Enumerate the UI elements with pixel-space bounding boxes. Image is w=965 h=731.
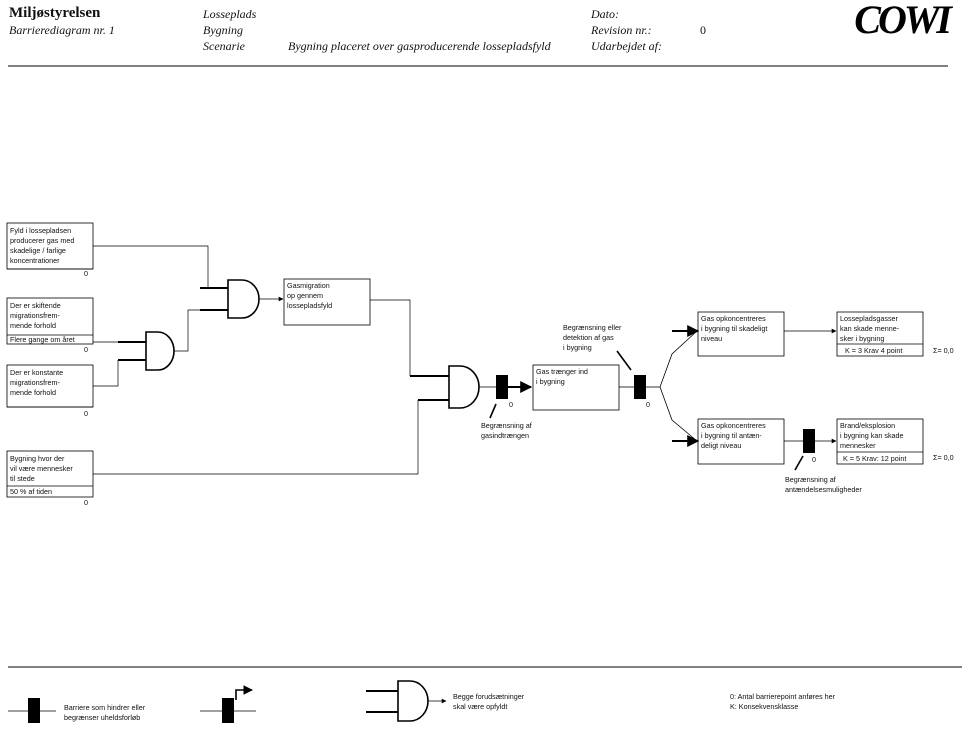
- barrier-1-label-1: Begrænsning af: [481, 421, 532, 430]
- konstante-line-3: mende forhold: [10, 388, 56, 397]
- losseplads-gasser-line-2: kan skade menne-: [840, 324, 900, 333]
- legend-branch-block: [222, 698, 234, 723]
- barrier-2-label-2: detektion af gas: [563, 333, 614, 342]
- barrier-1-value: 0: [509, 400, 513, 409]
- cowi-logo: COWI: [854, 0, 952, 42]
- gastraenger-line-1: Gas trænger ind: [536, 367, 588, 376]
- barrier-3-pointer: [794, 455, 804, 471]
- revision-value: 0: [700, 23, 706, 37]
- losseplads-gasser-klasse: K = 3 Krav 4 point: [845, 346, 902, 355]
- antaendeligt-line-3: deligt niveau: [701, 441, 741, 450]
- mennesker-line-2: vil være mennesker: [10, 464, 73, 473]
- mennesker-value: 0: [84, 498, 88, 507]
- losseplads-gasser-line-1: Lossepladsgasser: [840, 314, 899, 323]
- skiftende-line-3: mende forhold: [10, 321, 56, 330]
- legend-note-1: 0: Antal barrierepoint anføres her: [730, 692, 836, 701]
- barrier-3-value: 0: [812, 455, 816, 464]
- fyld-line-2: producerer gas med: [10, 236, 74, 245]
- dato-label: Dato:: [591, 7, 619, 21]
- antaendeligt-line-1: Gas opkoncentreres: [701, 421, 766, 430]
- brand-line-1: Brand/eksplosion: [840, 421, 895, 430]
- gasmigration-line-2: op gennem: [287, 291, 323, 300]
- fyld-line-3: skadelige / farlige: [10, 246, 66, 255]
- barrier-3-label-1: Begrænsning af: [785, 475, 836, 484]
- gate-input-stubs: [118, 287, 449, 401]
- legend: Barriere som hindrer eller begrænser uhe…: [8, 680, 836, 723]
- mennesker-line-3: til stede: [10, 474, 35, 483]
- skadeligt-line-2: i bygning til skadeligt: [701, 324, 767, 333]
- legend-gate-text-1: Begge forudsætninger: [453, 692, 525, 701]
- legend-barrier-text-2: begrænser uheldsforløb: [64, 713, 140, 722]
- legend-gate-text-2: skal være opfyldt: [453, 702, 507, 711]
- scenario-text: Bygning placeret over gasproducerende lo…: [288, 39, 551, 53]
- losseplads-label: Losseplads: [203, 7, 257, 21]
- skiftende-frequency: Flere gange om året: [10, 335, 75, 344]
- konstante-line-2: migrationsfrem-: [10, 378, 61, 387]
- gastraenger-line-2: i bygning: [536, 377, 565, 386]
- legend-note-2: K: Konsekvensklasse: [730, 702, 798, 711]
- legend-barrier-block: [28, 698, 40, 723]
- legend-branch-arrow: [235, 685, 253, 700]
- skadeligt-line-3: niveau: [701, 334, 722, 343]
- fyld-value: 0: [84, 269, 88, 278]
- barrier-1-label-2: gasindtrængen: [481, 431, 529, 440]
- barrier-1-pointer: [489, 403, 497, 419]
- org-name: Miljøstyrelsen: [9, 5, 101, 21]
- barrier-2-pointer: [616, 350, 632, 371]
- fyld-line-1: Fyld i lossepladsen: [10, 226, 71, 235]
- konstante-line-1: Der er konstante: [10, 368, 63, 377]
- box-mennesker: Bygning hvor der vil være mennesker til …: [6, 450, 94, 507]
- sum-2: Σ= 0,0: [933, 453, 954, 462]
- losseplads-gasser-line-3: sker i bygning: [840, 334, 884, 343]
- brand-line-2: i bygning kan skade: [840, 431, 904, 440]
- box-skadeligt: Gas opkoncentreres i bygning til skadeli…: [697, 311, 785, 357]
- box-fyld: Fyld i lossepladsen producerer gas med s…: [6, 222, 94, 278]
- skadeligt-line-1: Gas opkoncentreres: [701, 314, 766, 323]
- udarbejdet-label: Udarbejdet af:: [591, 39, 662, 53]
- and-gate-2: [145, 331, 175, 371]
- header: Miljøstyrelsen Barrierediagram nr. 1 Los…: [0, 0, 965, 70]
- barrier-3: [803, 429, 815, 453]
- skiftende-value: 0: [84, 345, 88, 354]
- brand-line-3: mennesker: [840, 441, 876, 450]
- gasmigration-line-3: lossepladsfyld: [287, 301, 332, 310]
- skiftende-line-1: Der er skiftende: [10, 301, 61, 310]
- and-gate-3: [448, 365, 480, 409]
- input-connectors: [93, 245, 419, 475]
- box-antaendeligt: Gas opkoncentreres i bygning til antæn- …: [697, 418, 785, 465]
- gasmigration-line-1: Gasmigration: [287, 281, 330, 290]
- skiftende-line-2: migrationsfrem-: [10, 311, 61, 320]
- barrier-2-label-1: Begrænsning eller: [563, 323, 622, 332]
- fyld-line-4: koncentrationer: [10, 256, 60, 265]
- scenarie-label: Scenarie: [203, 39, 245, 53]
- legend-barrier-text-1: Barriere som hindrer eller: [64, 703, 146, 712]
- mennesker-line-1: Bygning hvor der: [10, 454, 65, 463]
- barrier-2: [634, 375, 646, 399]
- box-losseplads-gasser: Lossepladsgasser kan skade menne- sker i…: [836, 311, 924, 357]
- revision-label: Revision nr.:: [591, 23, 652, 37]
- barrier-3-label-2: antændelsesmuligheder: [785, 485, 862, 494]
- box-skiftende: Der er skiftende migrationsfrem- mende f…: [6, 297, 94, 354]
- brand-klasse: K = 5 Krav: 12 point: [843, 454, 906, 463]
- bygning-label: Bygning: [203, 23, 243, 37]
- barrier-2-label-3: i bygning: [563, 343, 592, 352]
- and-gate-1: [227, 279, 260, 319]
- sum-1: Σ= 0,0: [933, 346, 954, 355]
- barrier-2-value: 0: [646, 400, 650, 409]
- diagram-number: Barrierediagram nr. 1: [9, 23, 115, 37]
- branch-connectors: [646, 330, 698, 442]
- barrier-1: [496, 375, 508, 399]
- mennesker-frequency: 50 % af tiden: [10, 487, 52, 496]
- box-konstante: Der er konstante migrationsfrem- mende f…: [6, 364, 94, 418]
- box-gastraenger: Gas trænger ind i bygning: [532, 364, 620, 411]
- antaendeligt-line-2: i bygning til antæn-: [701, 431, 762, 440]
- box-brand: Brand/eksplosion i bygning kan skade men…: [836, 418, 924, 465]
- konstante-value: 0: [84, 409, 88, 418]
- box-gasmigration: Gasmigration op gennem lossepladsfyld: [283, 278, 371, 326]
- legend-and-gate: [397, 680, 429, 722]
